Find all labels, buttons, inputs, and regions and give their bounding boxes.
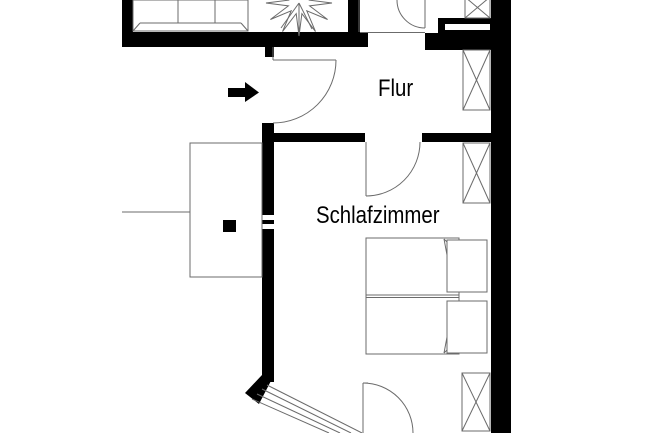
pillow-top: [446, 239, 488, 293]
window-slit-top-right: [445, 24, 490, 30]
wall-left-top: [122, 0, 133, 47]
window-symbol-top-right: [464, 0, 491, 19]
bottom-door-swing: [362, 382, 414, 433]
schlafzimmer-door-swing: [365, 141, 421, 197]
window-symbol-flur: [462, 49, 491, 111]
wall-top-right-band: [425, 33, 511, 50]
mattress: [365, 237, 460, 355]
entrance-door-swing: [272, 47, 337, 124]
wall-right-exterior: [491, 0, 511, 433]
window-symbol-schlafzimmer-lower: [461, 372, 491, 432]
entrance-door-top-jamb: [265, 47, 274, 57]
upper-door-swing: [358, 0, 426, 33]
wall-upper-divider: [348, 0, 360, 47]
wall-flur-bottom-left: [262, 133, 365, 142]
terrace: [122, 142, 263, 278]
room-label-schlafzimmer: Schlafzimmer: [316, 202, 440, 229]
walls: [122, 0, 511, 433]
window-pane-left-wall: [262, 220, 274, 224]
wall-diagonal-bottom: [245, 375, 274, 404]
double-bed: [365, 237, 488, 355]
pillow-bottom: [446, 300, 488, 354]
wall-flur-bottom-right: [422, 133, 491, 142]
terrace-marker: [223, 220, 236, 232]
plant-icon: [265, 0, 333, 37]
entrance-arrow-icon: [228, 82, 259, 102]
room-label-flur: Flur: [378, 75, 414, 102]
stairs: [251, 384, 363, 433]
wardrobe: [132, 0, 249, 32]
window-symbol-schlafzimmer-upper: [462, 142, 491, 204]
wall-top-band: [122, 32, 368, 47]
wall-left-schlafzimmer: [262, 123, 274, 382]
